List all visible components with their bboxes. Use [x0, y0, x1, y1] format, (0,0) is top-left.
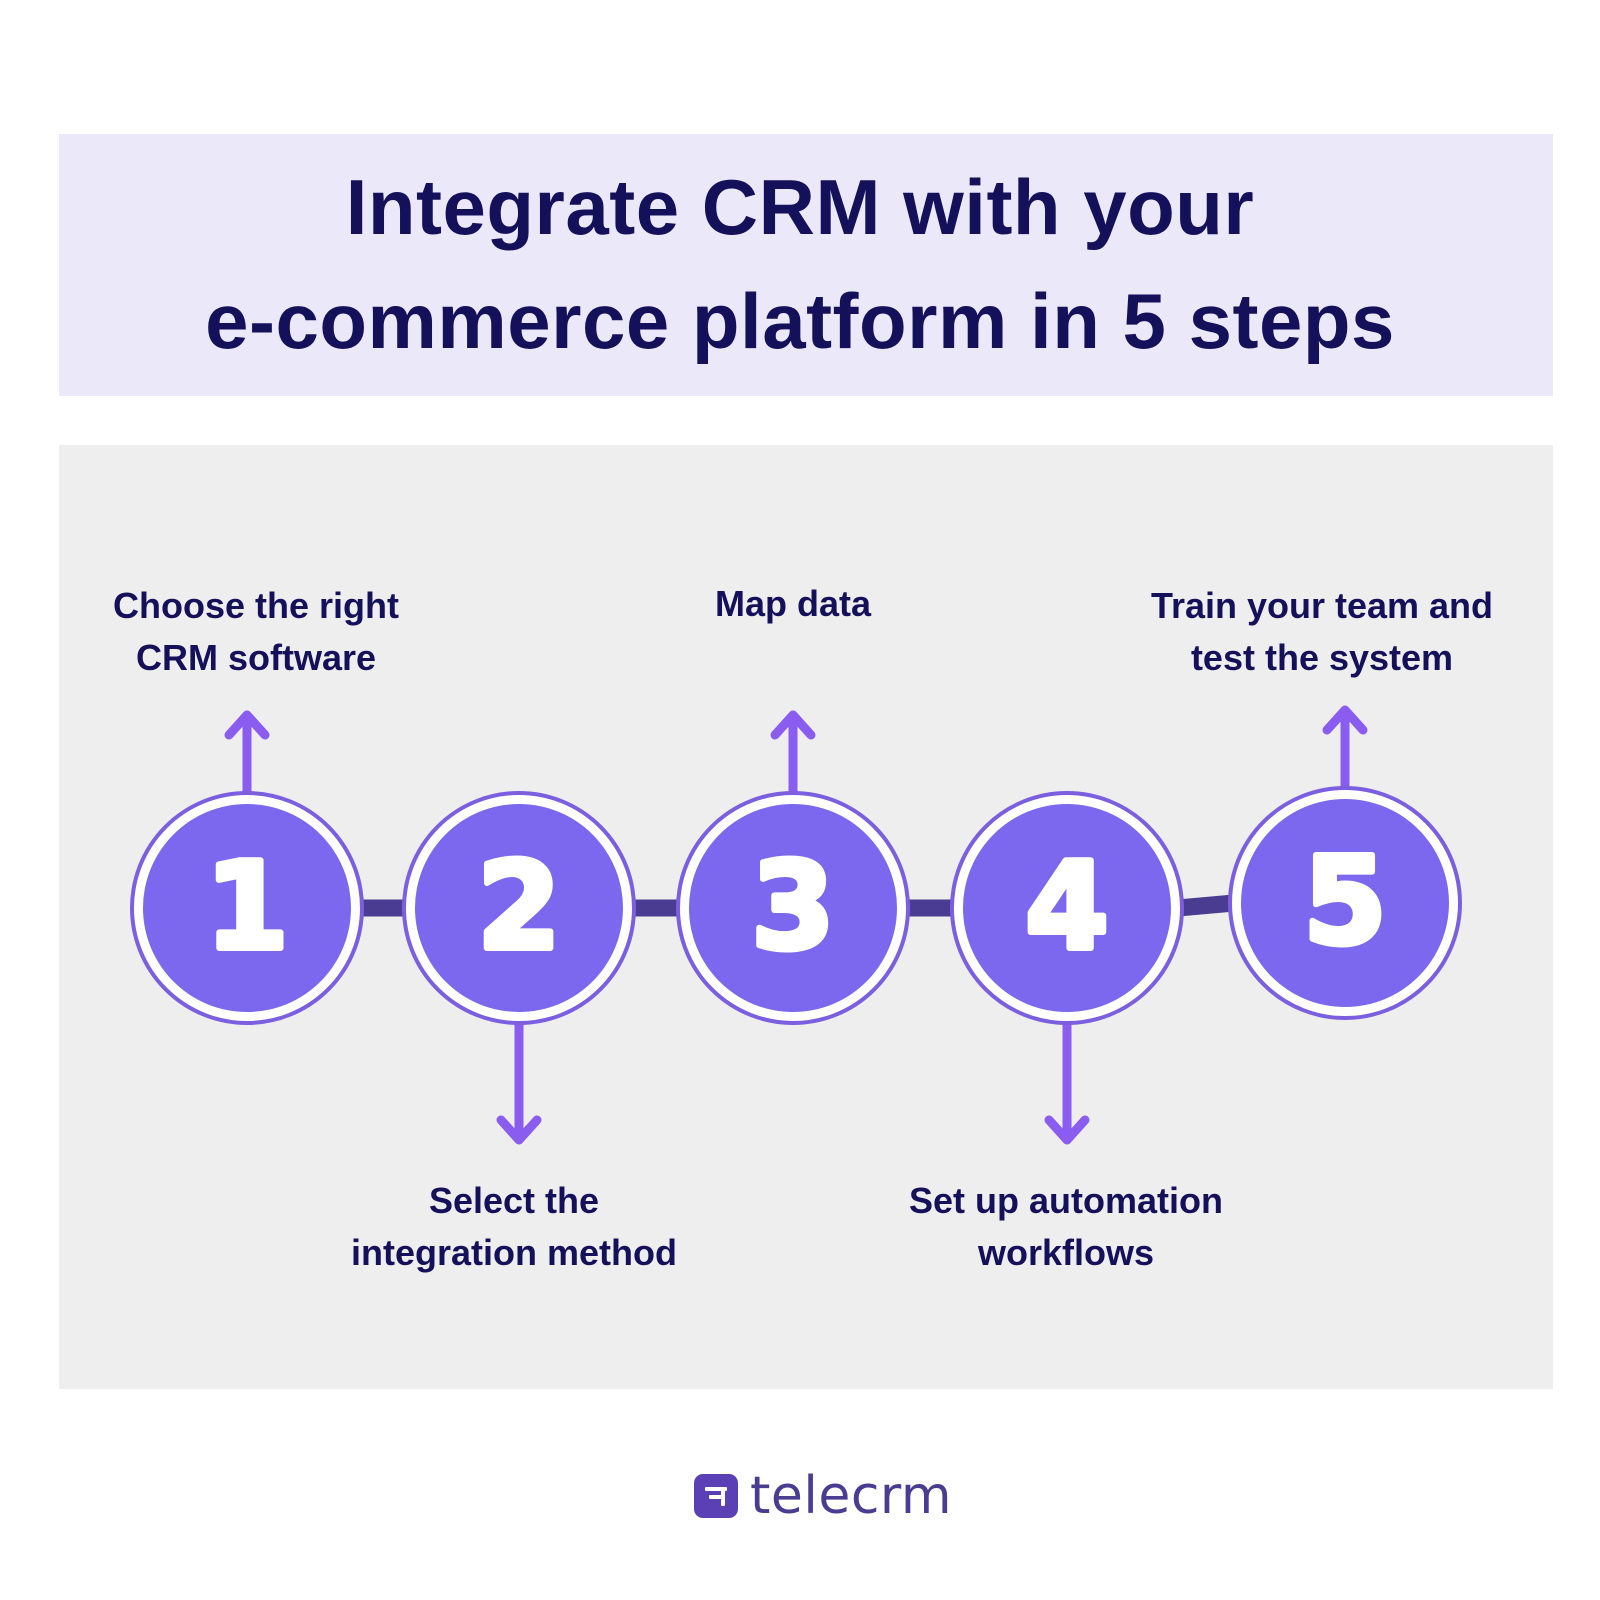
title-line-2: e-commerce platform in 5 steps: [205, 277, 1395, 365]
step-1-label: Choose the right CRM software: [46, 580, 466, 684]
step-3-label: Map data: [583, 578, 1003, 630]
step-2-label: Select the integration method: [304, 1175, 724, 1279]
step-1-label-line-2: CRM software: [135, 637, 377, 678]
brand: telecrm: [694, 1466, 952, 1526]
step-3-arrow-up-icon: [770, 710, 816, 796]
step-2-label-line-2: integration method: [351, 1232, 677, 1273]
step-5-label-line-1: Train your team and: [1150, 585, 1494, 626]
telecrm-logo-icon: [694, 1474, 738, 1518]
step-3-label-line-1: Map data: [714, 583, 872, 624]
step-3-number: 3: [751, 838, 835, 977]
step-4-label-line-2: workflows: [977, 1232, 1155, 1273]
step-1-number: 1: [205, 838, 289, 977]
step-5-arrow-up-icon: [1322, 705, 1368, 791]
step-5-number: 5: [1303, 833, 1387, 972]
step-5-label-line-2: test the system: [1190, 637, 1454, 678]
step-1-arrow-up-icon: [224, 710, 270, 796]
step-2-arrow-down-icon: [496, 1020, 542, 1145]
title-line-1: Integrate CRM with your: [345, 163, 1255, 251]
step-4-label-line-1: Set up automation: [909, 1180, 1223, 1221]
step-2-circle: [415, 804, 623, 1012]
title-banner: [59, 134, 1553, 396]
connector-4-5: [1177, 894, 1235, 917]
step-3-circle: [689, 804, 897, 1012]
step-2-label-line-1: Select the: [428, 1180, 600, 1221]
step-2-number: 2: [477, 838, 561, 977]
step-5-label: Train your team and test the system: [1112, 580, 1532, 684]
step-5-circle: [1241, 799, 1449, 1007]
step-4-number: 4: [1025, 838, 1109, 977]
step-4-arrow-down-icon: [1044, 1020, 1090, 1145]
step-1-circle: [143, 804, 351, 1012]
brand-name: telecrm: [750, 1466, 953, 1526]
step-4-label: Set up automation workflows: [856, 1175, 1276, 1279]
step-4-circle: [963, 804, 1171, 1012]
step-1-label-line-1: Choose the right: [113, 585, 399, 626]
